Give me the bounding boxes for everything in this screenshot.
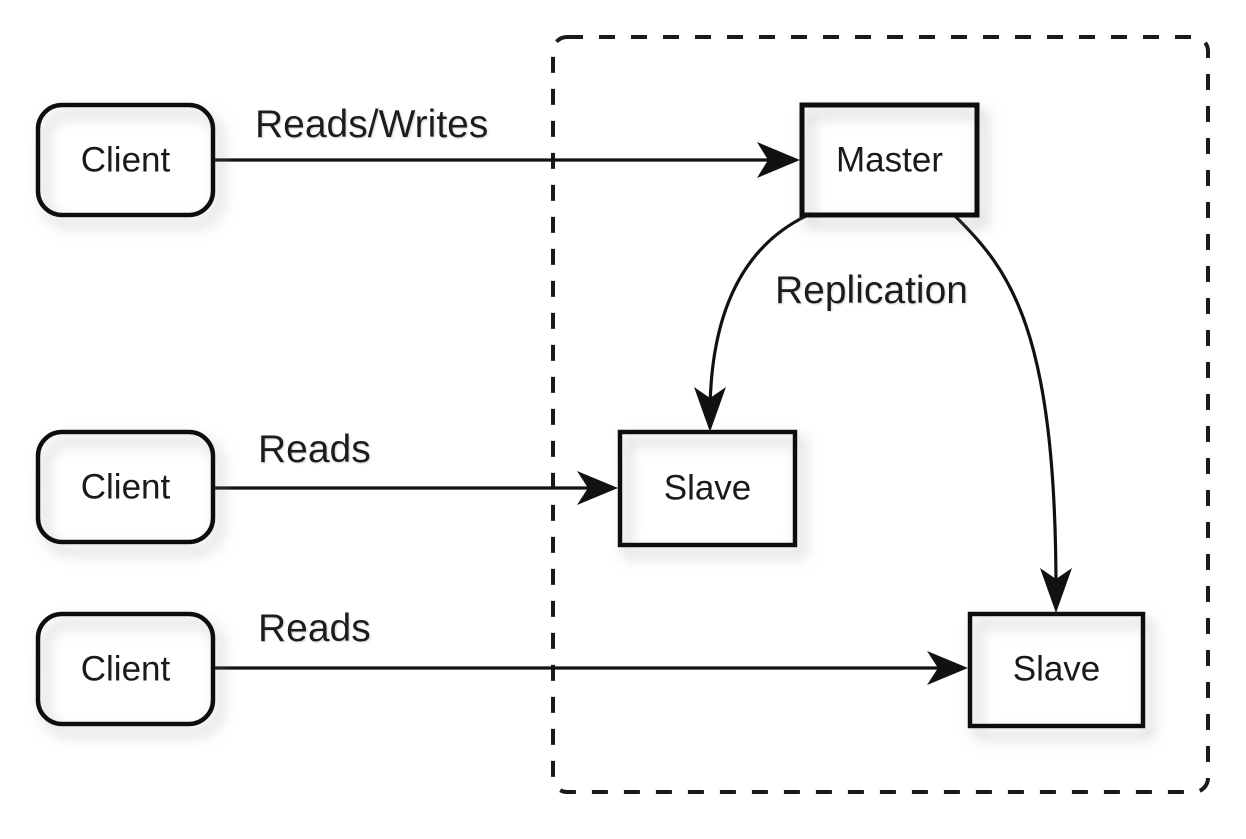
edge-master-to-slave-upper (694, 214, 807, 432)
node-master[interactable]: Master (799, 102, 980, 218)
arrowhead-icon (577, 471, 618, 505)
arrowhead-icon (694, 387, 726, 432)
arrowhead-icon (1040, 568, 1072, 613)
edge-client-bottom-to-slave-lower (213, 651, 968, 685)
edge-master-to-slave-lower (953, 214, 1072, 613)
node-client-top-label: Client (81, 140, 171, 179)
edge-client-top-to-master (213, 142, 800, 178)
node-slave-lower-label: Slave (1013, 649, 1101, 688)
edge-client-middle-to-slave-upper (213, 471, 618, 505)
node-client-middle[interactable]: Client (35, 429, 216, 545)
edge-label-reads-middle: Reads (258, 428, 371, 471)
edge-label-reads-bottom: Reads (258, 607, 371, 650)
edge-label-replication: Replication (775, 269, 968, 312)
node-client-top[interactable]: Client (35, 102, 216, 218)
node-master-label: Master (836, 140, 943, 179)
arrowhead-icon (757, 142, 800, 178)
node-slave-upper[interactable]: Slave (617, 429, 798, 548)
node-client-bottom-label: Client (81, 649, 171, 688)
node-slave-lower[interactable]: Slave (967, 611, 1146, 729)
node-client-middle-label: Client (81, 467, 171, 506)
arrowhead-icon (927, 651, 968, 685)
edge-label-reads-writes: Reads/Writes (255, 103, 488, 146)
node-slave-upper-label: Slave (664, 468, 752, 507)
node-client-bottom[interactable]: Client (35, 611, 216, 727)
cluster-boundary (551, 35, 1210, 794)
